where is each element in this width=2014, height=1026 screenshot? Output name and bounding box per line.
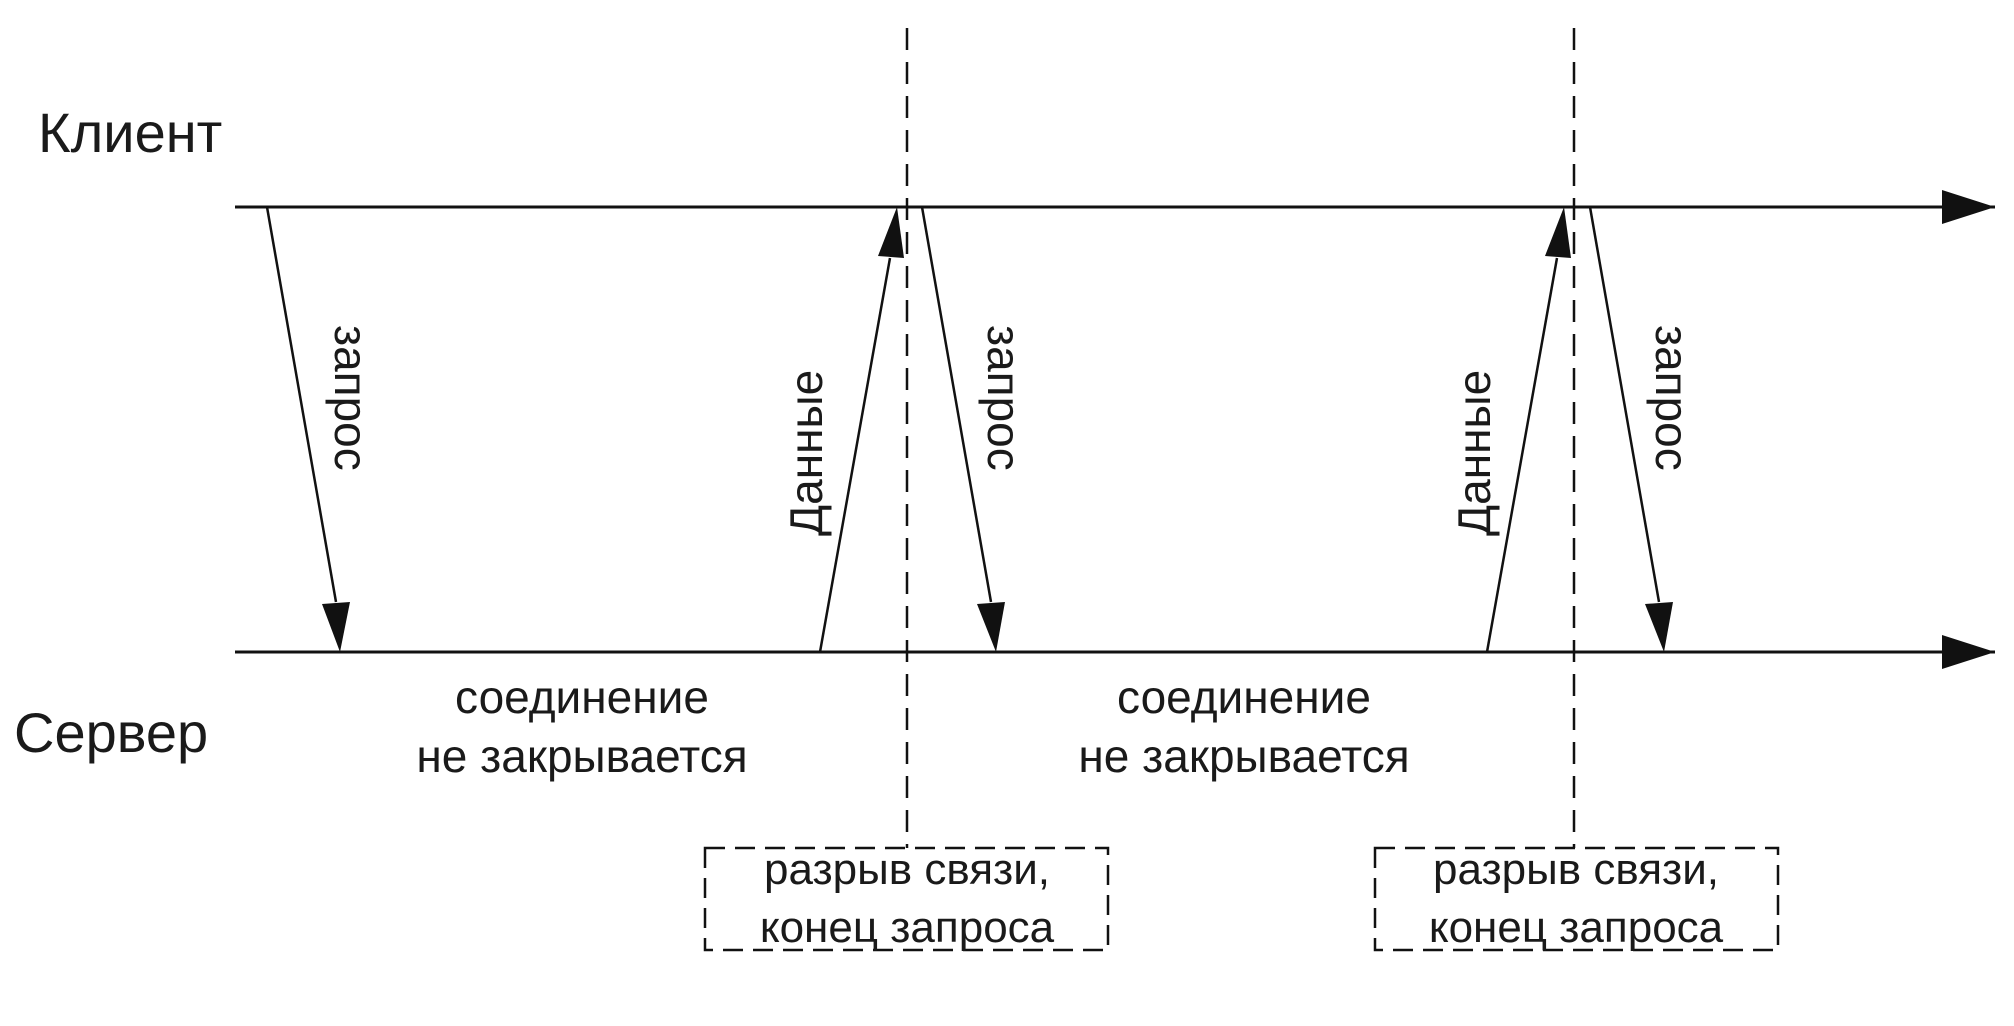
data-arrow-2 <box>1485 207 1571 653</box>
data-label-2: Данные <box>1448 370 1500 536</box>
request-arrow-3 <box>1588 206 1673 652</box>
connection-note-1-line2: не закрывается <box>416 730 747 782</box>
server-lifeline-label: Сервер <box>14 701 208 764</box>
data-arrow-1 <box>818 207 904 653</box>
break-note-2-line1: разрыв связи, <box>1433 845 1719 894</box>
request-label-1: запрос <box>325 325 377 471</box>
break-note-1-line2: конец запроса <box>760 903 1055 952</box>
connection-note-1-line1: соединение <box>455 671 709 723</box>
break-note-1-line1: разрыв связи, <box>764 845 1050 894</box>
break-note-box-2 <box>1373 846 1780 952</box>
request-arrow-1 <box>265 206 350 652</box>
request-label-2: запрос <box>978 325 1030 471</box>
connection-note-2-line2: не закрывается <box>1078 730 1409 782</box>
server-timeline-arrowhead <box>1942 635 1995 669</box>
request-arrow-2 <box>920 206 1005 652</box>
request-label-3: запрос <box>1646 325 1698 471</box>
break-note-2-line2: конец запроса <box>1429 903 1724 952</box>
client-timeline-arrowhead <box>1942 190 1995 224</box>
break-note-box-1 <box>703 846 1110 952</box>
client-lifeline-label: Клиент <box>38 101 222 164</box>
data-label-1: Данные <box>780 370 832 536</box>
connection-note-2-line1: соединение <box>1117 671 1371 723</box>
